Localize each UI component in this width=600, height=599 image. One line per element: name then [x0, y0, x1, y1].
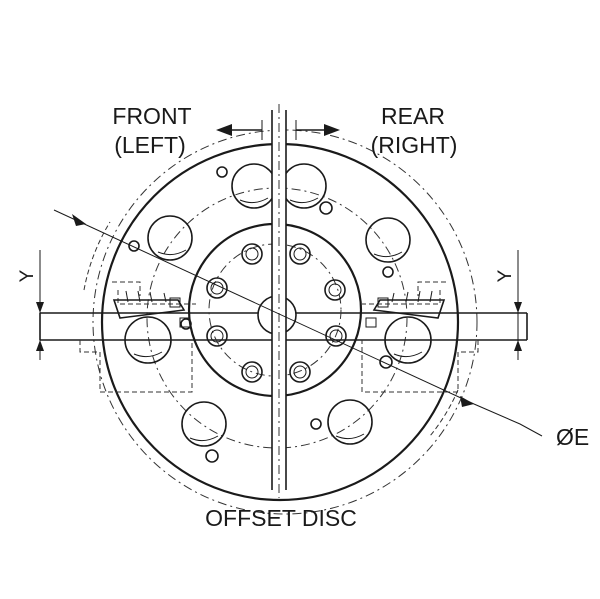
- bolt-hole: [324, 279, 346, 301]
- large-hole: [281, 163, 327, 209]
- large-hole: [181, 401, 227, 447]
- front-label-line2: (LEFT): [114, 132, 186, 158]
- pin-holes: [128, 166, 394, 463]
- offset-disc-title: OFFSET DISC: [205, 505, 357, 531]
- large-hole: [384, 316, 432, 364]
- bolt-hole: [206, 325, 228, 347]
- bolt-hole: [289, 243, 311, 265]
- diameter-label: ØE: [556, 424, 589, 450]
- bolt-hole: [241, 361, 263, 383]
- bolt-hole: [241, 243, 263, 265]
- y-dimension-left: [36, 250, 44, 360]
- vertical-centerline: [271, 104, 287, 498]
- large-hole: [147, 215, 193, 261]
- right-clamp: [365, 290, 446, 328]
- arrow-right-icon: [295, 120, 340, 140]
- large-hole: [231, 163, 277, 209]
- large-hole: [327, 399, 373, 445]
- left-clamp: [112, 290, 191, 328]
- arrow-left-icon: [216, 120, 263, 140]
- leader-arrowhead-bottom: [460, 396, 474, 407]
- rear-label-line1: REAR: [381, 103, 445, 129]
- y-dimension-right: [514, 250, 522, 360]
- outer-large-holes: [124, 163, 432, 447]
- y-label-right: Y: [495, 269, 516, 282]
- diameter-leader: [53, 209, 543, 437]
- rear-label-line2: (RIGHT): [371, 132, 458, 158]
- large-hole: [124, 316, 172, 364]
- y-label-left: Y: [17, 269, 38, 282]
- front-label-line1: FRONT: [112, 103, 191, 129]
- leader-arrowhead-top: [72, 214, 86, 226]
- bolt-hole: [289, 361, 311, 383]
- large-hole: [365, 217, 411, 263]
- offset-arrows: [216, 120, 340, 140]
